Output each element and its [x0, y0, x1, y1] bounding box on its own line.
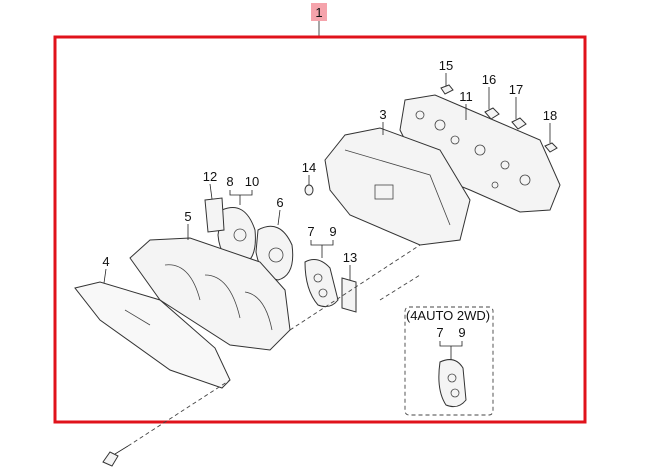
part-screw [102, 445, 129, 467]
callout-13: 13 [343, 250, 357, 265]
assembly-label: 1 [315, 5, 322, 20]
variant-leader [439, 341, 463, 360]
variant-box [404, 306, 494, 416]
variant-small-gauge [438, 359, 467, 408]
bulb-17 [511, 117, 527, 130]
variant-callout-9: 9 [458, 325, 465, 340]
part-14 [304, 184, 314, 196]
callout-11: 11 [459, 89, 473, 104]
bulb-15 [440, 84, 454, 95]
callout-6: 6 [276, 195, 283, 210]
callout-7: 7 [307, 224, 314, 239]
callout-16: 16 [482, 72, 496, 87]
part-case [324, 127, 471, 246]
assembly-line-screw [127, 379, 231, 447]
part-bezel [129, 237, 291, 351]
part-small-gauge [304, 259, 339, 308]
assembly-frame [53, 35, 587, 424]
callout-15: 15 [439, 58, 453, 73]
callout-10: 10 [245, 174, 259, 189]
callout-8: 8 [226, 174, 233, 189]
bulb-18 [544, 142, 558, 153]
callout-3: 3 [379, 107, 386, 122]
callout-14: 14 [302, 160, 316, 175]
bulb-16 [484, 107, 500, 120]
callout-17: 17 [509, 82, 523, 97]
part-12 [204, 197, 225, 233]
part-13 [341, 277, 357, 313]
variant-callout-7: 7 [436, 325, 443, 340]
assembly-label-bg [311, 3, 327, 21]
assembly-line-variant [379, 274, 421, 301]
callout-5: 5 [184, 209, 191, 224]
callout-9: 9 [329, 224, 336, 239]
callout-18: 18 [543, 108, 557, 123]
callout-4: 4 [102, 254, 109, 269]
variant-title: (4AUTO 2WD) [406, 308, 490, 323]
callout-12: 12 [203, 169, 217, 184]
assembly-line-case [289, 244, 421, 331]
